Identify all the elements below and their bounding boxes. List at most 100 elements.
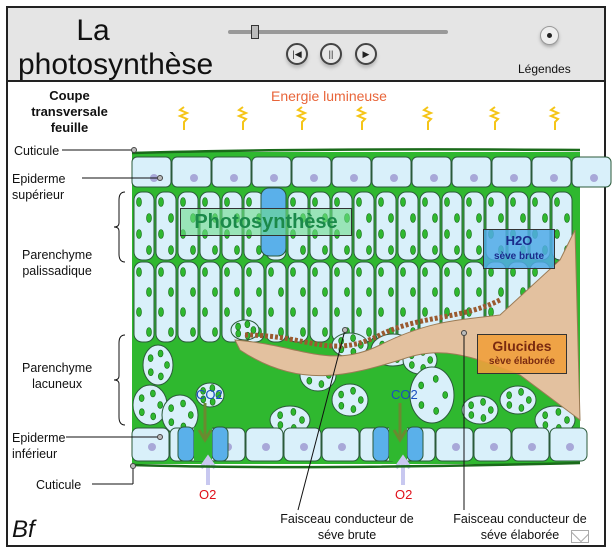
rewind-button[interactable]: |◀ — [286, 43, 308, 65]
nucleus — [550, 174, 558, 182]
diagram-heading: Coupe transversale feuille — [12, 88, 127, 136]
chloroplast — [299, 416, 305, 424]
chloroplast — [410, 245, 416, 255]
chloroplast — [157, 401, 163, 409]
chloroplast — [300, 327, 306, 337]
chloroplast — [209, 384, 216, 392]
nucleus — [470, 174, 478, 182]
chloroplast — [356, 197, 362, 207]
chloroplast — [432, 287, 438, 297]
nucleus — [230, 174, 238, 182]
chloroplast — [158, 229, 164, 239]
chloroplast — [168, 404, 174, 412]
chloroplast — [400, 267, 406, 277]
palisade-cell — [397, 191, 419, 261]
chloroplast — [150, 389, 156, 398]
chloroplast — [202, 267, 208, 277]
chloroplast — [480, 414, 487, 422]
chloroplast — [334, 307, 340, 317]
o2-label-left: O2 — [199, 487, 217, 502]
spongy-cell — [409, 366, 455, 424]
chloroplast — [487, 406, 494, 414]
light-ray-icon — [177, 106, 190, 130]
chloroplast — [357, 396, 364, 404]
light-ray-icon — [421, 106, 434, 130]
epidermis-cell — [491, 156, 532, 188]
chloroplast — [356, 267, 362, 277]
timeline-slider[interactable] — [228, 30, 448, 34]
chloroplast — [212, 245, 218, 255]
chloroplast — [312, 307, 318, 317]
epidermis-cell — [411, 156, 452, 188]
chloroplast — [554, 229, 560, 239]
chloroplast — [400, 307, 406, 317]
timeline-thumb[interactable] — [250, 25, 259, 39]
chloroplast — [338, 401, 345, 410]
palisade-cell — [133, 261, 155, 343]
chloroplast — [168, 245, 174, 255]
chloroplast — [322, 327, 328, 337]
nucleus — [590, 174, 598, 182]
light-ray-icon — [488, 106, 501, 130]
o2-arrow — [199, 454, 217, 485]
chloroplast — [476, 213, 482, 223]
epidermis-cell — [251, 156, 292, 188]
nucleus — [148, 443, 156, 451]
chloroplast — [300, 287, 306, 297]
epidermis-cell — [331, 156, 372, 188]
chloroplast — [410, 287, 416, 297]
chloroplast — [433, 407, 439, 415]
chloroplast — [432, 375, 439, 383]
nucleus — [350, 174, 358, 182]
chloroplast — [168, 287, 174, 297]
chloroplast — [418, 401, 425, 409]
anchor-dot — [157, 175, 163, 181]
chloroplast — [525, 396, 532, 404]
chloroplast — [180, 197, 186, 207]
epidermis-cell — [171, 156, 212, 188]
o2-label-right: O2 — [395, 487, 413, 502]
envelope-icon[interactable] — [571, 530, 589, 543]
co2-label-right: CO2 — [391, 387, 418, 402]
palisade-cell — [199, 261, 221, 343]
chloroplast — [427, 356, 434, 364]
palisade-cell — [265, 261, 287, 343]
label-line: palissadique — [22, 264, 92, 278]
chloroplast — [300, 245, 306, 255]
chloroplast — [168, 213, 174, 223]
chloroplast — [466, 197, 472, 207]
chloroplast — [246, 197, 252, 207]
chloroplast — [250, 326, 257, 334]
chloroplast — [190, 245, 196, 255]
chloroplast — [488, 197, 494, 207]
epidermis-cell — [451, 156, 492, 188]
chloroplast — [510, 197, 516, 207]
legend-toggle[interactable] — [540, 26, 559, 45]
chloroplast — [506, 391, 512, 399]
chloroplast — [234, 245, 240, 255]
play-button[interactable]: ▶ — [355, 43, 377, 65]
chloroplast — [334, 197, 340, 207]
chloroplast — [200, 387, 206, 395]
pause-button[interactable]: || — [320, 43, 342, 65]
chloroplast — [180, 399, 186, 408]
radio-dot-icon — [547, 33, 552, 38]
chloroplast — [468, 401, 474, 409]
h2o-subtitle: sève brute — [493, 251, 545, 262]
chloroplast — [312, 197, 318, 207]
nucleus — [300, 443, 308, 451]
label-line: lacuneux — [32, 377, 83, 391]
anchor-dot — [157, 434, 163, 440]
chloroplast — [432, 213, 438, 223]
label-line: Faisceau conducteur de — [453, 512, 587, 526]
label-line: Epiderme — [12, 172, 66, 186]
chloroplast — [147, 368, 154, 376]
chloroplast — [542, 213, 548, 223]
chloroplast — [212, 287, 218, 297]
chloroplast — [146, 213, 152, 223]
label-line: inférieur — [12, 447, 58, 461]
chloroplast — [444, 197, 450, 207]
chloroplast — [246, 307, 252, 317]
chloroplast — [235, 322, 241, 331]
